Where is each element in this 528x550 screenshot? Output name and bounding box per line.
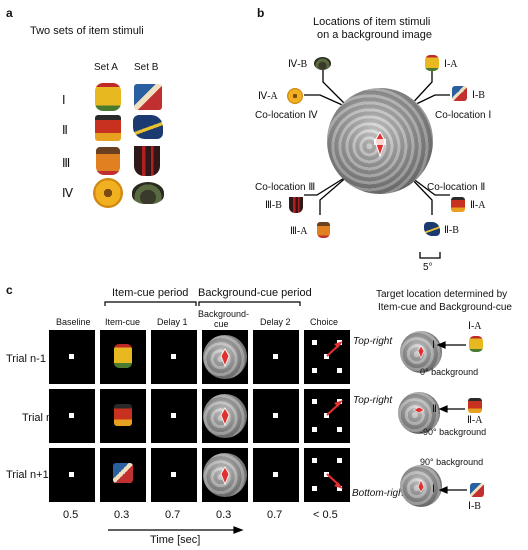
item-ii-a-thumb [451,197,465,212]
col-baseline: Baseline [56,317,91,327]
item-iv-a-image [93,178,123,208]
background-cue-period-label: Background-cue period [198,287,312,299]
item-iii-b-image [134,146,160,176]
item-i-b-thumb [452,86,467,101]
label-ii-b: Ⅱ-B [444,225,459,236]
panel-c-label: c [6,283,13,297]
label-i-a: Ⅰ-A [444,59,458,70]
target-roman-1: Ⅰ [432,340,435,351]
trial-label-n: Trial n [22,412,53,424]
item-i-a-thumb [425,55,439,71]
target-item-label-3: Ⅰ-B [468,501,481,512]
set-a-header: Set A [94,62,118,73]
label-iii-b: Ⅲ-B [265,200,282,211]
screen-delay2 [253,389,299,443]
trial-label-n-plus-1: Trial n+1 [6,469,49,481]
target-item-2 [468,398,482,413]
row-label-i: Ⅰ [62,93,66,107]
screen-delay1 [151,448,197,502]
direction-trial-n: Top-right [353,395,393,406]
background-image-globe [327,88,433,194]
scale-bar-label: 5° [423,262,433,273]
item-iv-a-thumb [287,88,303,104]
item-i-b-image [134,84,162,110]
col-item-cue: Item-cue [105,317,141,327]
colocation-i: Co-location Ⅰ [435,110,492,121]
item-ii-b-thumb [424,222,440,236]
target-item-3 [470,483,484,497]
target-roman-2: Ⅱ [432,404,437,415]
label-iii-a: Ⅲ-A [290,226,308,237]
duration-item-cue: 0.3 [114,509,130,521]
label-ii-a: Ⅱ-A [470,200,486,211]
screen-baseline [49,330,95,384]
item-iii-a-thumb [317,222,330,238]
target-item-label-1: Ⅰ-A [468,321,482,332]
item-ii-a-image [95,115,121,141]
duration-baseline: 0.5 [63,509,79,521]
panel-a-title: Two sets of item stimuli [30,25,144,37]
duration-delay1: 0.7 [165,509,181,521]
item-i-a-image [95,83,121,111]
col-background-line2: cue [214,319,229,329]
target-bg-label-2: -90° background [420,427,487,437]
target-bg-label-3: 90° background [420,457,484,467]
screen-baseline [49,448,95,502]
col-choice: Choice [310,317,339,327]
target-title-line1: Target location determined by [376,289,508,300]
label-i-b: Ⅰ-B [472,90,485,101]
direction-trial-n-minus-1: Top-right [353,336,393,347]
row-label-iii: Ⅲ [62,156,71,170]
item-ii-b-image [133,115,163,139]
col-delay2: Delay 2 [260,317,291,327]
target-item-label-2: Ⅱ-A [467,415,483,426]
target-roman-3: Ⅰ [432,484,435,495]
item-iii-a-image [96,147,120,175]
item-iii-b-thumb [289,197,303,213]
target-item-1 [469,336,483,352]
screen-delay2 [253,330,299,384]
duration-background-cue: 0.3 [216,509,232,521]
target-title-line2: Item-cue and Background-cue [378,302,512,313]
screen-item-cue [100,330,146,384]
screen-baseline [49,389,95,443]
item-cue-period-label: Item-cue period [112,287,189,299]
panel-b-title-line2: on a background image [317,29,432,41]
duration-delay2: 0.7 [267,509,283,521]
col-background-line1: Background- [198,309,250,319]
screen-delay2 [253,448,299,502]
colocation-iv: Co-location Ⅳ [255,110,318,121]
screen-item-cue [100,389,146,443]
time-axis-label: Time [sec] [150,534,201,546]
panel-b-label: b [257,6,265,20]
row-label-ii: Ⅱ [62,123,68,137]
panel-b-title-line1: Locations of item stimuli [313,16,431,28]
item-iv-b-image [132,182,164,204]
screen-delay1 [151,389,197,443]
duration-choice: < 0.5 [313,509,338,521]
colocation-iii: Co-location Ⅲ [255,182,316,193]
item-iv-b-thumb [314,57,331,70]
row-label-iv: Ⅳ [62,186,74,200]
set-b-header: Set B [134,62,159,73]
label-iv-b: Ⅳ-B [288,59,308,70]
label-iv-a: Ⅳ-A [258,91,278,102]
col-delay1: Delay 1 [157,317,188,327]
screen-item-cue [100,448,146,502]
screen-delay1 [151,330,197,384]
colocation-ii: Co-location Ⅱ [427,182,486,193]
trial-label-n-minus-1: Trial n-1 [6,353,46,365]
target-bg-label-1: 0° background [420,367,479,377]
panel-a-label: a [6,6,13,20]
direction-trial-n-plus-1: Bottom-right [352,488,407,499]
